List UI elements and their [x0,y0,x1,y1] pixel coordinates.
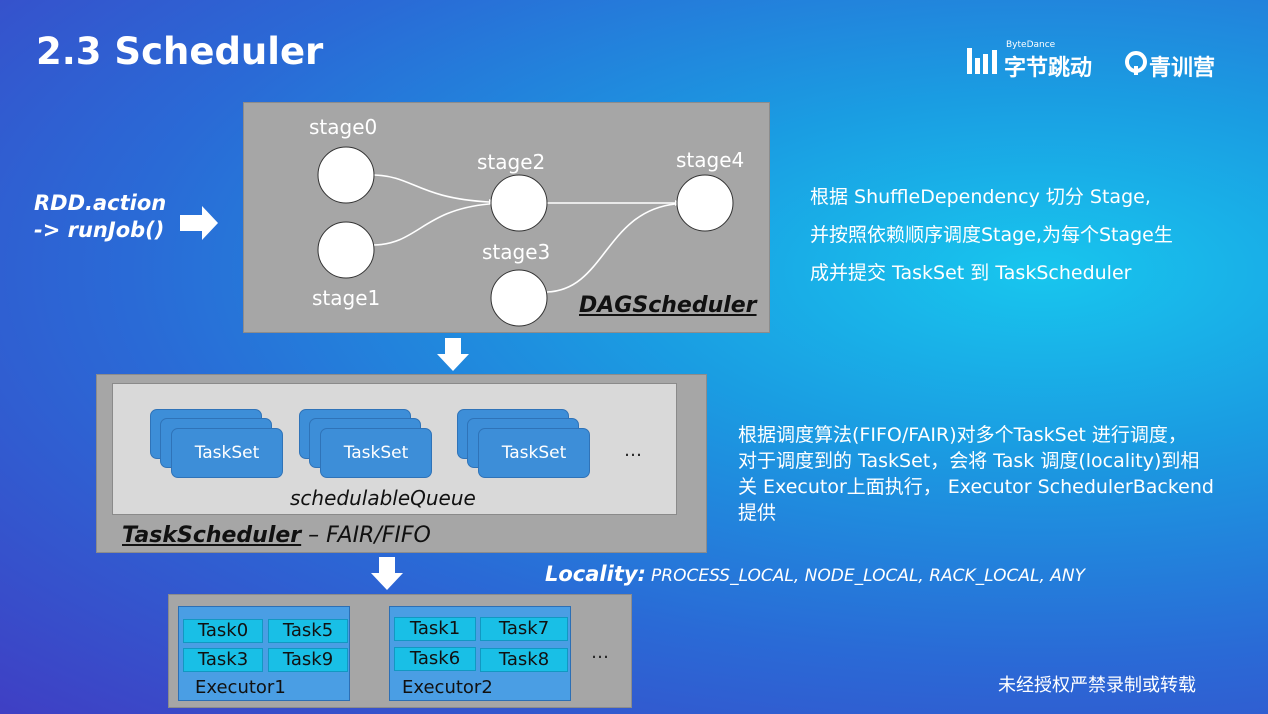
task-scheduler-description-line: 提供 [738,502,777,524]
stage4-node [676,174,734,232]
executor-name: Executor1 [195,677,286,698]
taskset-card: TaskSet [478,428,590,478]
task-scheduler-description-line: 对于调度到的 TaskSet，会将 Task 调度(locality)到相 [738,450,1200,472]
right-arrow-icon [180,206,218,240]
stage1-node [317,221,375,279]
task-scheduler-description-line: 关 Executor上面执行， Executor SchedulerBacken… [738,476,1214,498]
stage0-label: stage0 [309,115,378,139]
camp-name: 青训营 [1149,56,1216,81]
locality-levels: PROCESS_LOCAL, NODE_LOCAL, RACK_LOCAL, A… [651,566,1086,586]
stage0-node [317,146,375,204]
task-cell: Task0 [183,619,263,643]
copyright-notice: 未经授权严禁录制或转载 [998,675,1196,696]
executor-box: Task1 Task7 Task6 Task8 Executor2 [389,606,571,701]
taskset-card: TaskSet [320,428,432,478]
task-cell: Task3 [183,648,263,672]
rdd-action-line2: -> runJob() [34,218,165,242]
executor-name: Executor2 [402,677,493,698]
stage2-node [490,174,548,232]
edge-stage3-stage4 [546,203,676,293]
task-cell: Task1 [394,617,476,641]
stage4-label: stage4 [676,148,745,172]
executor-ellipsis: … [591,642,609,663]
taskset-card: TaskSet [171,428,283,478]
dag-description: 根据 ShuffleDependency 切分 Stage, 并按照依赖顺序调度… [810,178,1173,292]
task-cell: Task6 [394,647,476,671]
stage3-label: stage3 [482,240,551,264]
edge-stage1-stage2 [373,203,490,246]
locality-line: Locality: PROCESS_LOCAL, NODE_LOCAL, RAC… [545,562,1085,586]
rdd-action-line1: RDD.action [34,191,167,215]
task-scheduler-description: 根据调度算法(FIFO/FAIR)对多个TaskSet 进行调度， 对于调度到的… [738,422,1214,526]
dag-description-line: 并按照依赖顺序调度Stage,为每个Stage生 [810,224,1173,246]
task-scheduler-mode: – FAIR/FIFO [301,523,431,548]
executor-box: Task0 Task5 Task3 Task9 Executor1 [178,606,350,701]
brand-small-text: ByteDance [1006,40,1056,50]
task-scheduler-title: TaskScheduler – FAIR/FIFO [122,523,431,548]
dag-scheduler-name: DAGScheduler [579,293,757,318]
task-cell: Task9 [268,648,348,672]
edge-stage0-stage2 [373,174,490,203]
locality-label: Locality: [545,562,646,586]
dag-edges [317,146,734,327]
task-scheduler-name: TaskScheduler [122,523,302,548]
camp-logo-icon [1125,51,1147,75]
task-cell: Task5 [268,619,348,643]
bytedance-logo-icon [967,48,997,74]
task-cell: Task7 [480,617,568,641]
brand-name: 字节跳动 [1004,56,1093,81]
slide-title: 2.3 Scheduler [36,30,324,73]
task-scheduler-description-line: 根据调度算法(FIFO/FAIR)对多个TaskSet 进行调度， [738,424,1187,446]
stage1-label: stage1 [312,286,381,310]
taskset-ellipsis: … [624,440,642,461]
dag-description-line: 根据 ShuffleDependency 切分 Stage, [810,186,1151,208]
down-arrow-icon [371,557,403,590]
down-arrow-icon [437,338,469,371]
task-cell: Task8 [480,648,568,672]
stage2-label: stage2 [477,150,546,174]
stage3-node [490,269,548,327]
rdd-action-label: RDD.action -> runJob() [34,190,166,244]
schedulable-queue-label: schedulableQueue [290,486,476,510]
dag-description-line: 成并提交 TaskSet 到 TaskScheduler [810,262,1132,284]
